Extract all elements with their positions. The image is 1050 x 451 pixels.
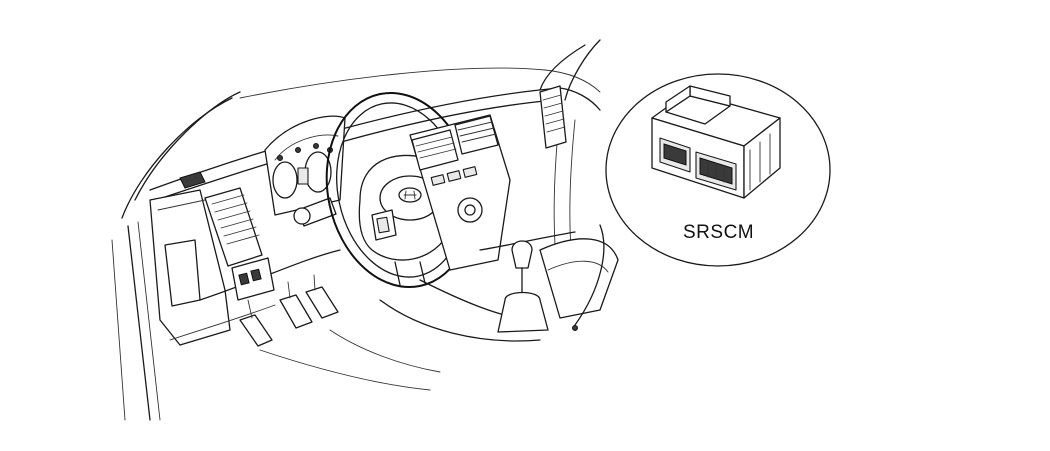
left-air-vent	[179, 171, 263, 267]
brand-emblem-icon	[398, 187, 422, 203]
instrument-cluster	[264, 115, 346, 216]
control-module-icon	[651, 85, 781, 199]
pedals	[239, 274, 339, 347]
center-console	[259, 238, 619, 391]
steering-stalk	[293, 197, 337, 227]
center-stack	[409, 114, 511, 271]
a-pillar	[111, 91, 241, 421]
srscm-label: SRSCM	[683, 222, 755, 243]
left-side-panel	[149, 189, 231, 346]
lower-switch-panel	[231, 257, 275, 301]
right-air-vent	[539, 85, 567, 149]
callout-leader	[572, 224, 605, 331]
callout-bubble	[605, 73, 831, 267]
right-pillar	[539, 39, 601, 263]
